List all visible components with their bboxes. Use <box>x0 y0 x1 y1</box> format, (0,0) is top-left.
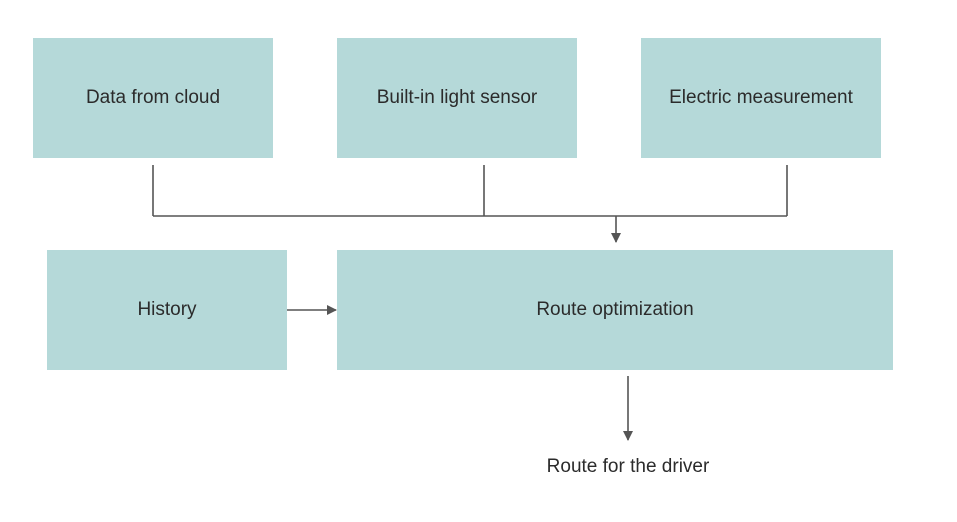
node-label: Electric measurement <box>669 87 853 108</box>
node-history: History <box>47 250 287 370</box>
node-label: History <box>137 299 197 320</box>
node-label: Data from cloud <box>85 87 221 108</box>
node-electric-measurement: Electric measurement <box>641 38 881 158</box>
node-route-optimization: Route optimization <box>337 250 893 370</box>
node-built-in-light-sensor: Built-in light sensor <box>337 38 577 158</box>
node-label: Built-in light sensor <box>376 87 538 108</box>
output-label: Route for the driver <box>546 456 710 477</box>
node-data-from-cloud: Data from cloud <box>33 38 273 158</box>
node-label: Route optimization <box>536 299 694 320</box>
